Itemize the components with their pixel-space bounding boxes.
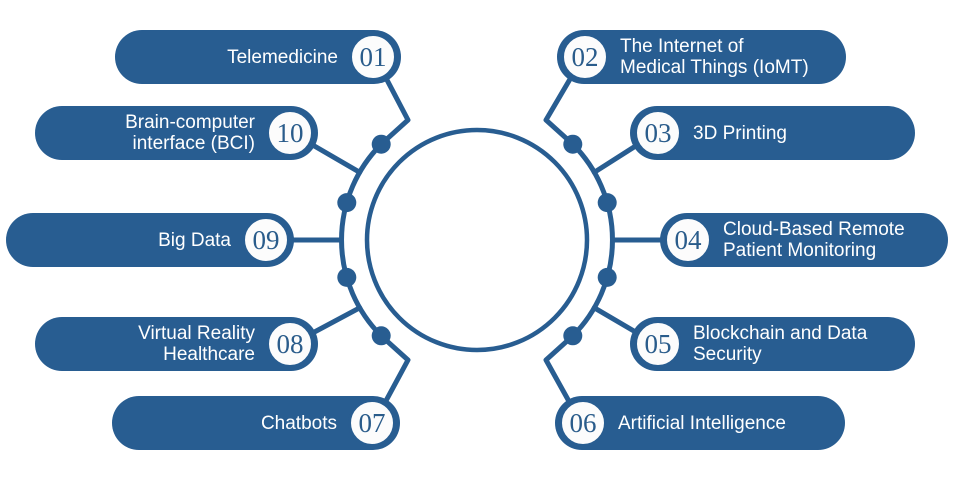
topic-label: Chatbots <box>260 412 337 434</box>
ring-arc-left <box>339 141 384 339</box>
center-circle <box>364 127 590 353</box>
topic-number-badge: 08 <box>266 320 314 368</box>
topic-number-badge: 02 <box>561 33 609 81</box>
topic-label: Virtual Reality Healthcare <box>138 323 255 365</box>
topic-pill-big-data: Big Data 09 <box>6 213 294 267</box>
ring-dot <box>563 326 583 346</box>
topic-label: Big Data <box>158 229 231 251</box>
topic-number-badge: 09 <box>242 216 290 264</box>
topic-number-badge: 10 <box>266 109 314 157</box>
ring-dot <box>337 193 357 213</box>
topic-label: Blockchain and Data Security <box>693 323 868 365</box>
topic-pill-cloud-based-remote-patient-monitoring: 04 Cloud-Based Remote Patient Monitoring <box>660 213 948 267</box>
topic-label: Brain-computer interface (BCI) <box>125 112 255 154</box>
topic-pill-telemedicine: Telemedicine 01 <box>115 30 401 84</box>
topic-number-badge: 01 <box>349 33 397 81</box>
ring-dot <box>371 134 391 154</box>
topic-number-badge: 04 <box>664 216 712 264</box>
topic-number-badge: 07 <box>348 399 396 447</box>
topic-number-badge: 03 <box>634 109 682 157</box>
topic-label: Telemedicine <box>227 46 338 68</box>
ring-arc-right <box>570 141 615 339</box>
topic-number-badge: 06 <box>559 399 607 447</box>
topic-label: Artificial Intelligence <box>618 412 786 434</box>
topic-pill-3d-printing: 03 3D Printing <box>630 106 915 160</box>
ring-dot <box>371 326 391 346</box>
topic-pill-artificial-intelligence: 06 Artificial Intelligence <box>555 396 845 450</box>
ring-dot <box>563 134 583 154</box>
ring-dot <box>597 267 617 287</box>
topic-number-badge: 05 <box>634 320 682 368</box>
topic-pill-internet-of-medical-things: 02 The Internet of Medical Things (IoMT) <box>557 30 846 84</box>
topic-label: The Internet of Medical Things (IoMT) <box>620 36 809 78</box>
topic-pill-blockchain-and-data-security: 05 Blockchain and Data Security <box>630 317 915 371</box>
topic-label: Cloud-Based Remote Patient Monitoring <box>723 219 905 261</box>
topic-pill-brain-computer-interface: Brain-computer interface (BCI) 10 <box>35 106 318 160</box>
ring-dot <box>337 267 357 287</box>
topic-label: 3D Printing <box>693 122 787 144</box>
topic-pill-chatbots: Chatbots 07 <box>112 396 400 450</box>
topic-pill-virtual-reality-healthcare: Virtual Reality Healthcare 08 <box>35 317 318 371</box>
ring-dot <box>597 193 617 213</box>
